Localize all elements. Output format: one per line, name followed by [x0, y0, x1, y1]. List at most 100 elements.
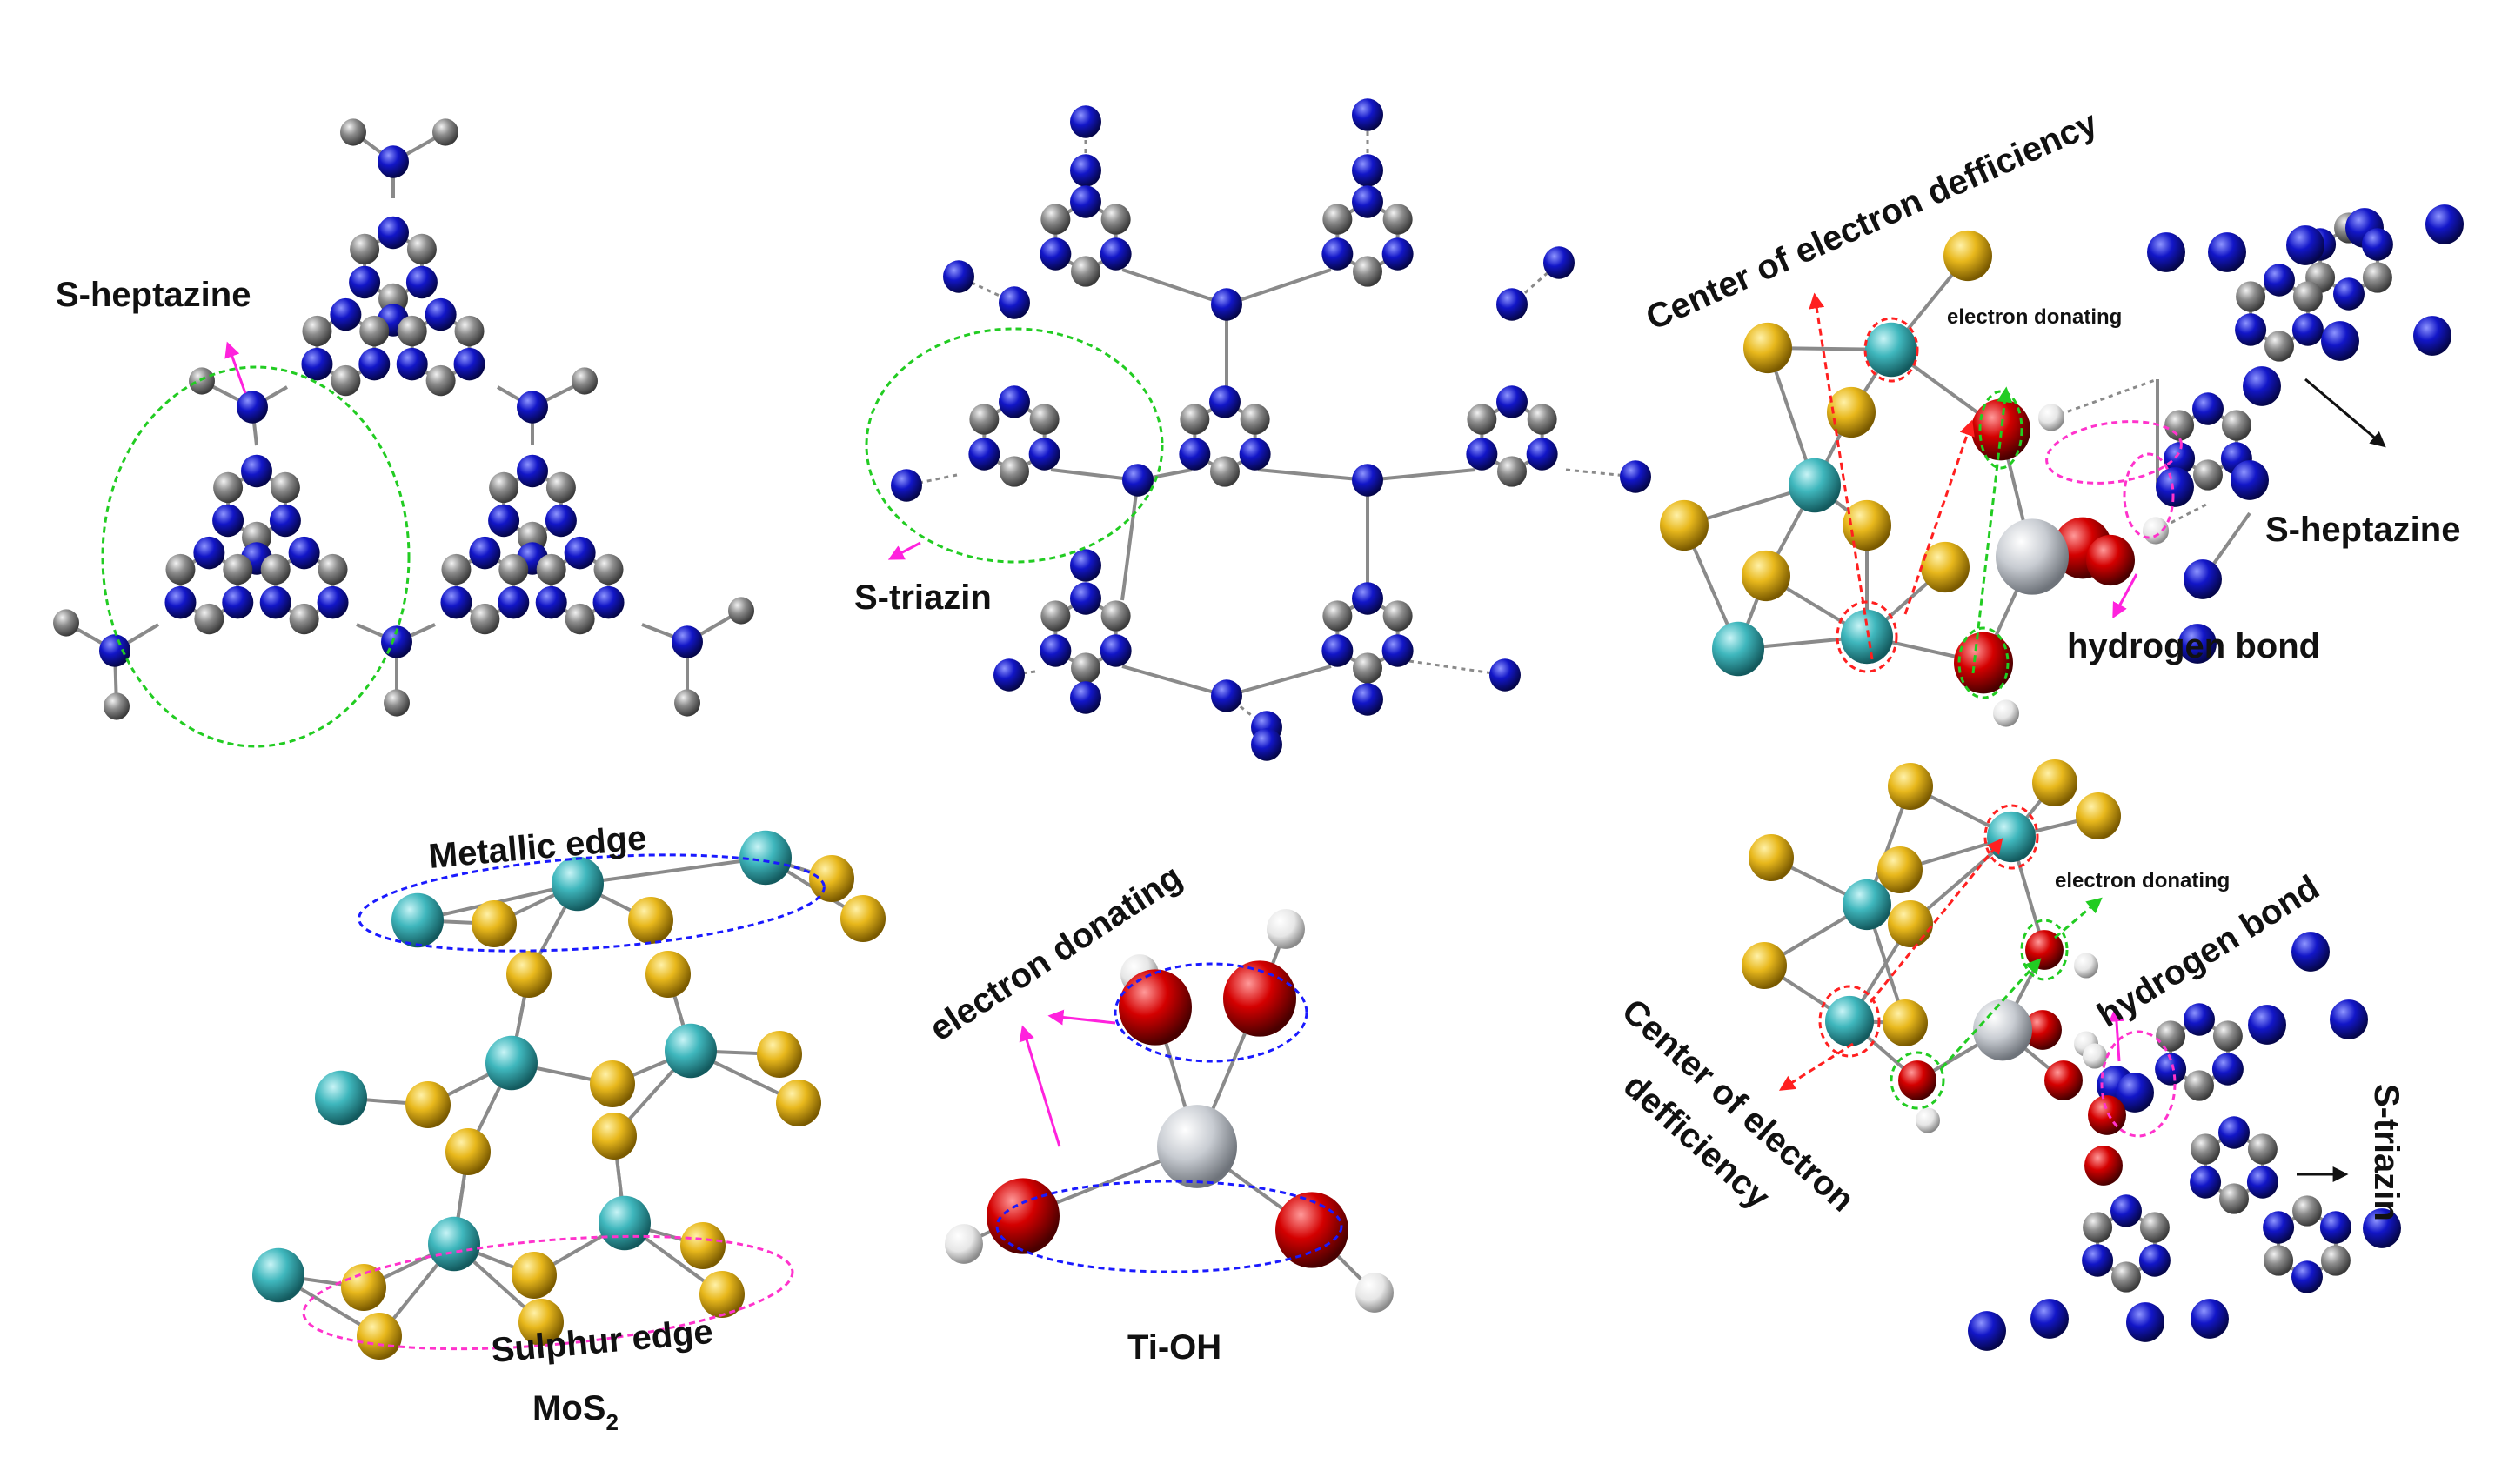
sulphur-atom: [590, 1060, 635, 1108]
nitrogen-atom: [453, 347, 485, 381]
nitrogen-atom: [2333, 277, 2365, 311]
carbon-atom: [2164, 410, 2195, 441]
nitrogen-atom: [2319, 1211, 2351, 1244]
nitrogen-atom: [378, 145, 409, 178]
nitrogen-atom: [2208, 232, 2246, 272]
sulphur-atom: [2076, 792, 2121, 840]
nitrogen-atom: [193, 536, 225, 570]
nitrogen-atom: [2110, 1194, 2142, 1227]
nitrogen-atom: [2263, 1211, 2295, 1244]
nitrogen-atom: [1070, 681, 1101, 714]
carbon-atom: [2264, 331, 2294, 362]
highlight-ellipses-layer: [101, 317, 2183, 1351]
nitrogen-atom: [1040, 237, 1072, 271]
carbon-atom: [340, 118, 366, 146]
arrows-layer: [224, 292, 2386, 1182]
carbon-atom: [2236, 281, 2266, 312]
nitrogen-atom: [498, 585, 530, 619]
carbon-atom: [2111, 1261, 2141, 1293]
carbon-atom: [350, 233, 380, 265]
green-heptazine-highlight: [101, 365, 411, 748]
nitrogen-atom: [2231, 460, 2269, 500]
nitrogen-atom: [2192, 392, 2224, 425]
carbon-atom: [2191, 1133, 2221, 1165]
nitrogen-atom: [396, 347, 428, 381]
oxygen-atom: [1971, 398, 2030, 461]
nitrogen-atom: [2330, 999, 2368, 1039]
carbon-atom: [1322, 600, 1353, 632]
carbon-atom: [1210, 456, 1240, 487]
nitrogen-atom: [2178, 624, 2217, 664]
titanium-atom: [1157, 1105, 1237, 1188]
carbon-atom: [674, 689, 700, 717]
nitrogen-atom: [358, 347, 391, 381]
molybdenum-atom: [485, 1035, 538, 1091]
red-charge-transfer-arrow: [1809, 292, 1874, 660]
oxygen-atom: [1275, 1192, 1348, 1268]
carbon-atom: [432, 118, 458, 146]
molybdenum-atom: [1825, 995, 1874, 1047]
s-heptazine-arrow: [224, 341, 247, 394]
carbon-atom: [260, 553, 291, 585]
sulphur-atom: [518, 1298, 564, 1347]
nitrogen-atom: [2243, 366, 2281, 406]
nitrogen-atom: [517, 454, 548, 488]
bond: [1120, 479, 1140, 601]
carbon-atom: [406, 233, 437, 265]
electron-donating-arrow-vertical: [1019, 1025, 1061, 1147]
carbon-atom: [223, 553, 253, 585]
hydrogen-atom: [945, 1224, 983, 1264]
sulphur-atom: [645, 950, 691, 999]
nitrogen-atom: [1352, 98, 1383, 131]
carbon-atom: [1029, 404, 1060, 435]
oxygen-atom: [2044, 1060, 2083, 1100]
label-mos2: MoS2: [532, 1389, 619, 1435]
carbon-atom: [1100, 204, 1131, 235]
label-center-of-electron-deficiency-top: Center of electron defficiency: [1641, 104, 2104, 338]
nitrogen-atom: [99, 634, 130, 667]
nitrogen-atom: [2246, 1166, 2278, 1199]
sulphur-atom: [1877, 846, 1923, 894]
green-o-highlight-bottom-br: [1890, 1051, 1945, 1110]
sulphur-atom: [472, 899, 517, 948]
s-triazin-arrow: [887, 541, 921, 560]
nitrogen-atom: [1251, 728, 1282, 761]
sulphur-atom: [757, 1030, 802, 1079]
nitrogen-atom: [2116, 1073, 2154, 1113]
nitrogen-atom: [592, 585, 625, 619]
nitrogen-atom: [237, 391, 268, 424]
sulphur-atom: [1742, 550, 1790, 602]
red-charge-transfer-arrow-br: [1778, 1042, 1854, 1091]
nitrogen-atom: [1028, 438, 1060, 471]
molybdenum-atom: [1987, 811, 2036, 863]
hydrogen-bond-arrow-top: [2112, 573, 2138, 619]
sulphur-atom: [592, 1112, 637, 1160]
nitrogen-atom: [2211, 1053, 2244, 1086]
nitrogen-atom: [317, 585, 349, 619]
carbon-atom: [2139, 1212, 2170, 1243]
green-triazine-highlight: [865, 327, 1164, 564]
red-mo-center-highlight-top-br: [1983, 804, 2039, 870]
nitrogen-atom: [2248, 1005, 2286, 1045]
carbon-atom: [2219, 1183, 2249, 1214]
hydrogen-atom: [2038, 404, 2064, 431]
molybdenum-atom: [552, 856, 604, 912]
carbon-atom: [318, 553, 348, 585]
nitrogen-atom: [2425, 204, 2464, 244]
bond: [1226, 268, 1332, 306]
carbon-atom: [270, 471, 300, 504]
carbon-atom: [1353, 652, 1382, 684]
oxygen-atom: [2088, 1095, 2126, 1135]
sulphur-atom: [809, 854, 854, 903]
nitrogen-atom: [2191, 1299, 2229, 1339]
carbon-atom: [1382, 204, 1413, 235]
sulphur-atom: [1660, 499, 1709, 551]
nitrogen-atom: [1352, 464, 1383, 497]
nitrogen-atom: [535, 585, 567, 619]
nitrogen-atom: [241, 454, 272, 488]
hydrogen-atom: [2074, 953, 2098, 979]
nitrogen-atom: [164, 585, 197, 619]
carbon-atom: [359, 315, 390, 347]
carbon-atom: [2212, 1020, 2243, 1052]
